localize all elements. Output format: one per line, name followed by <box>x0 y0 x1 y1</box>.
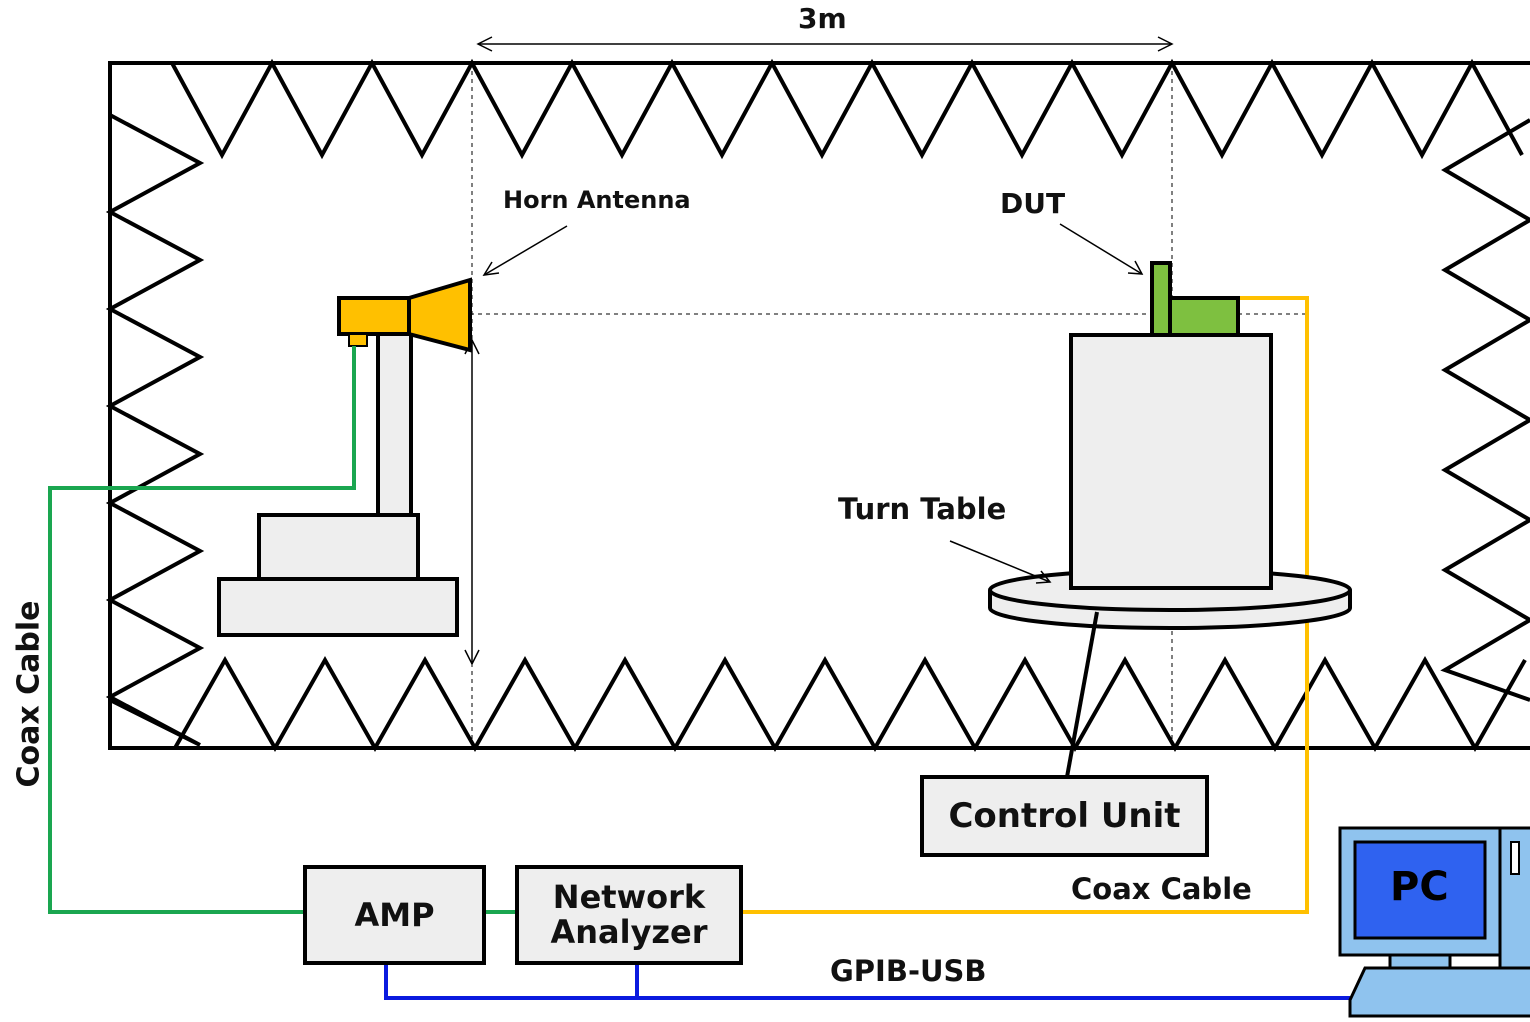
dut-device <box>1150 261 1240 337</box>
horn-antenna-label: Horn Antenna <box>503 186 691 214</box>
amp-label: AMP <box>354 896 435 934</box>
label-pointers <box>482 223 1144 584</box>
bottom-absorber-row <box>173 655 1527 753</box>
control-unit-box: Control Unit <box>920 775 1209 857</box>
coax-cable-label-left: Coax Cable <box>11 600 47 788</box>
pc-label: PC <box>1390 864 1449 910</box>
turn-table-label: Turn Table <box>838 492 1007 526</box>
antenna-stand <box>217 331 459 637</box>
turn-table-drive-line <box>1065 611 1099 778</box>
distance-arrow <box>476 36 1174 52</box>
coax-cable-label-right: Coax Cable <box>1071 872 1252 906</box>
top-absorber-row <box>170 58 1524 160</box>
horn-antenna <box>337 277 472 353</box>
height-arrow <box>464 338 480 666</box>
left-absorber-column <box>105 113 205 747</box>
network-analyzer-label-line1: Network <box>552 878 706 917</box>
dut-label: DUT <box>1000 187 1066 220</box>
right-absorber-column <box>1440 118 1530 702</box>
anechoic-chamber-wall <box>108 61 1530 750</box>
distance-label: 3m <box>798 2 847 35</box>
gpib-usb-label: GPIB-USB <box>830 954 987 988</box>
dut-support <box>1069 333 1273 590</box>
gpib-usb-cable <box>384 962 1350 1000</box>
pc-computer <box>1338 826 1530 1018</box>
amp-box: AMP <box>303 865 486 965</box>
green-coax-cable <box>48 346 356 914</box>
network-analyzer-box: Network Analyzer <box>515 865 743 965</box>
control-unit-label: Control Unit <box>948 796 1181 836</box>
rf-absorbers <box>105 58 1530 753</box>
network-analyzer-label-line2: Analyzer <box>550 913 708 951</box>
